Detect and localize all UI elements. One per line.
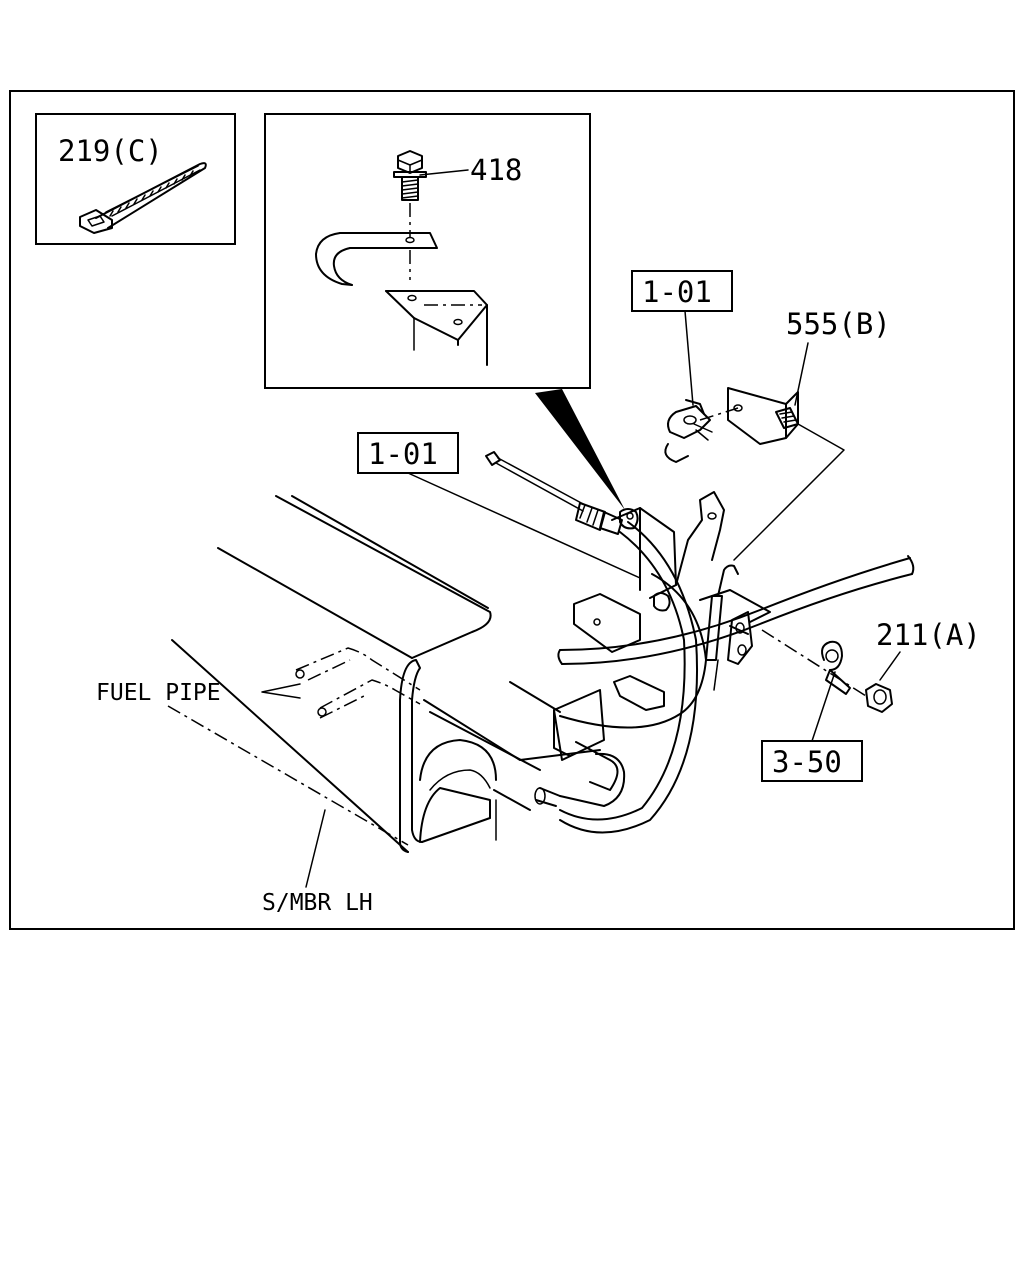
clamp-strap-icon: [315, 232, 438, 286]
label-clip-tie: 219(C): [58, 134, 163, 168]
hook-rod: [705, 564, 739, 691]
ref-box-cable-upper: 1-01: [631, 270, 733, 312]
inset-bolt-detail: 418: [264, 113, 591, 389]
clip-bracket: [699, 589, 771, 665]
ref-box-cable-lower: 1-01: [357, 432, 459, 474]
label-bracket: 555(B): [786, 307, 891, 341]
mount-bracket-icon: [385, 290, 488, 366]
brake-cable: [485, 451, 606, 531]
svg-text:1-01: 1-01: [642, 275, 712, 309]
nut-211a: [865, 683, 893, 713]
cable-loop: [559, 521, 707, 834]
ref-box-clip: 3-50: [761, 740, 863, 782]
label-nut: 211(A): [876, 618, 981, 652]
clip-icon-upper: [664, 399, 713, 463]
label-side-member: S/MBR LH: [262, 890, 373, 916]
bolt-icon: [393, 150, 427, 201]
clip-350: [821, 640, 851, 695]
side-member-rail: [167, 495, 601, 853]
fuel-pipes: [295, 647, 421, 719]
label-bolt: 418: [470, 153, 522, 187]
detail-pointer: [535, 389, 625, 510]
cable-clamp: [599, 508, 639, 535]
cable-tie-icon: [79, 162, 207, 234]
cable-right: [557, 555, 915, 665]
label-fuel-pipe: FUEL PIPE: [96, 680, 221, 706]
inset-cable-tie: 219(C): [35, 113, 236, 245]
svg-text:1-01: 1-01: [368, 437, 438, 471]
svg-text:3-50: 3-50: [772, 745, 842, 779]
